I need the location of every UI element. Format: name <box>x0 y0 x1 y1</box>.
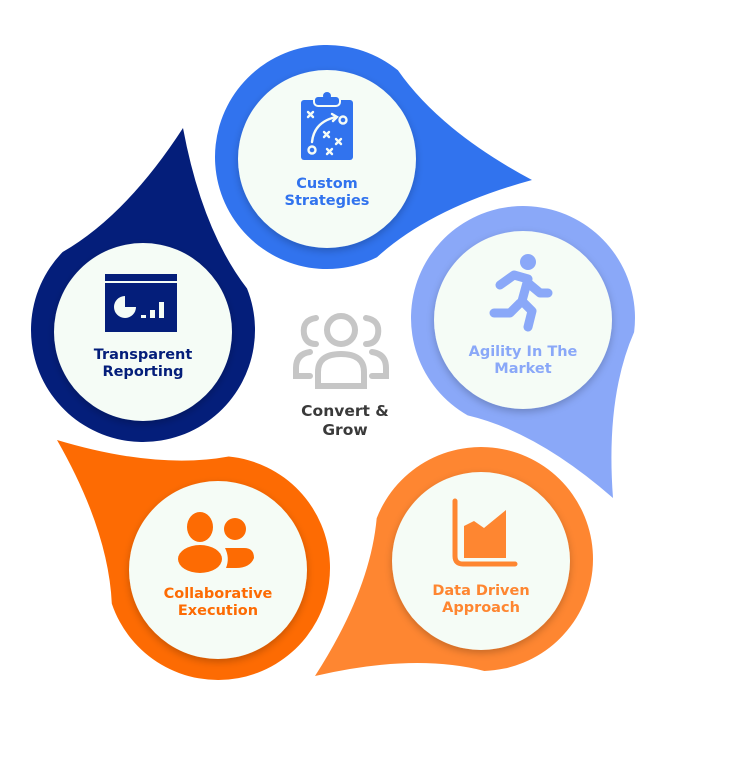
center-title-line2: Grow <box>322 421 368 439</box>
label-line: Transparent <box>93 347 193 363</box>
transparent-reporting-inner-circle <box>54 243 232 421</box>
center-title: Convert & Grow <box>270 402 420 440</box>
label-line: Data Driven <box>432 583 530 599</box>
clipboard-strategy-icon <box>301 92 353 160</box>
label-line: Agility In The <box>468 344 578 360</box>
collaborative-execution-inner-circle <box>129 481 307 659</box>
data-driven-label: Data Driven Approach <box>396 583 566 617</box>
users-group-icon <box>293 313 389 389</box>
label-line: Market <box>494 361 552 377</box>
label-line: Reporting <box>102 364 184 380</box>
label-line: Execution <box>177 603 259 619</box>
label-line: Collaborative <box>163 586 273 602</box>
label-line: Custom <box>296 176 358 192</box>
center-title-line1: Convert & <box>301 402 389 420</box>
agility-in-the-market-inner-circle <box>434 231 612 409</box>
custom-strategies-label: Custom Strategies <box>242 176 412 210</box>
area-chart-icon <box>452 498 518 567</box>
report-screen-icon <box>105 274 177 332</box>
label-line: Strategies <box>284 193 370 209</box>
two-people-icon <box>178 512 254 573</box>
data-driven-approach-inner-circle <box>392 472 570 650</box>
label-line: Approach <box>442 600 520 616</box>
agility-label: Agility In The Market <box>438 344 608 378</box>
running-person-icon <box>489 254 553 332</box>
collaborative-label: Collaborative Execution <box>133 586 303 620</box>
transparent-reporting-label: Transparent Reporting <box>58 347 228 381</box>
